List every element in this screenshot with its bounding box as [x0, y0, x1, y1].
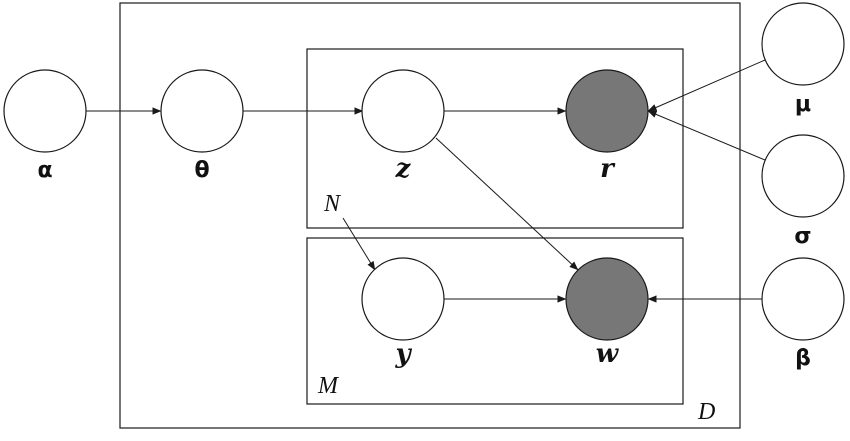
- label-y: y: [394, 339, 412, 369]
- plate-M: [306, 237, 684, 405]
- plate-label-N: N: [323, 191, 342, 217]
- label-alpha: α: [37, 158, 52, 183]
- node-beta: [761, 257, 845, 341]
- plate-N: [306, 48, 684, 229]
- node-z: [361, 69, 445, 153]
- plate-D: [119, 2, 741, 429]
- label-sigma: σ: [794, 224, 811, 249]
- edge-z-w: [435, 137, 579, 271]
- edge-N-y: [342, 217, 376, 271]
- label-w: w: [596, 339, 620, 369]
- node-theta: [160, 69, 244, 153]
- label-z: z: [395, 154, 412, 184]
- node-w: [565, 257, 649, 341]
- label-mu: μ: [795, 92, 811, 117]
- edge-mu-r: [647, 59, 766, 112]
- node-alpha: [3, 69, 87, 153]
- node-mu: [761, 2, 845, 86]
- label-theta: θ: [194, 158, 209, 183]
- edge-sigma-r: [647, 110, 766, 161]
- label-beta: β: [795, 346, 811, 371]
- node-r: [565, 69, 649, 153]
- plate-label-D: D: [697, 399, 715, 425]
- label-r: r: [600, 154, 616, 184]
- node-y: [361, 257, 445, 341]
- node-sigma: [761, 134, 845, 218]
- plate-label-M: M: [317, 373, 340, 399]
